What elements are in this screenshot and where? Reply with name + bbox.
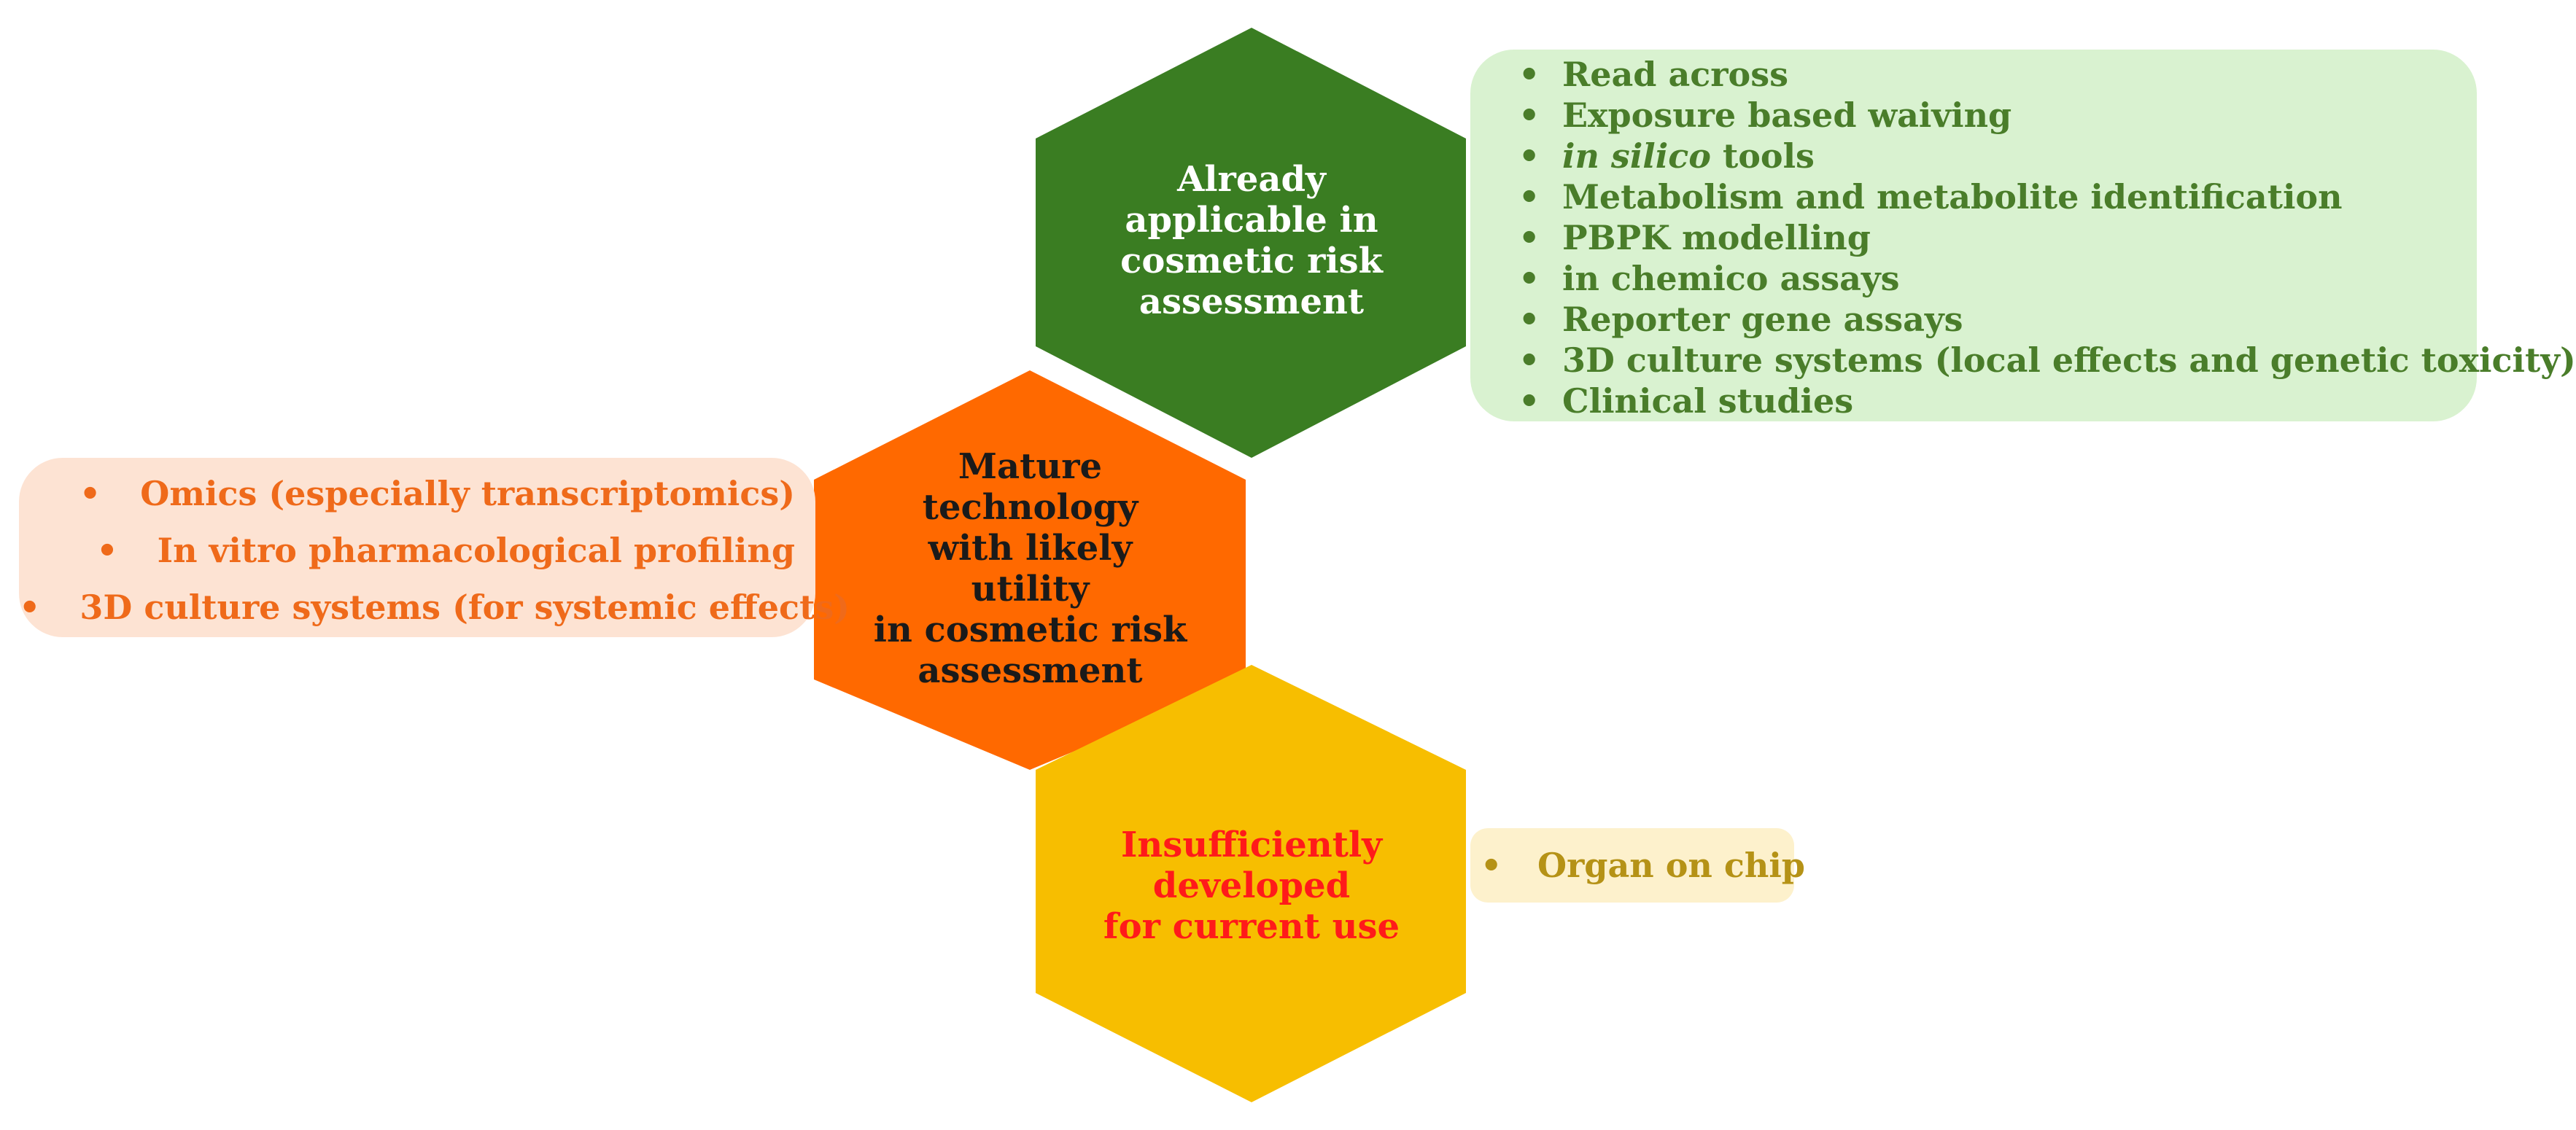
list-item: • 3D culture systems (local effects and g… [1470,340,2576,381]
bullet-icon: • [1518,381,1540,421]
list-already-applicable: • Read across • Exposure based waiving • in… [1470,50,2576,421]
list-insufficiently-developed: • Organ on chip [1470,828,1805,903]
hexagon-green [1036,28,1466,458]
hex-orange-line: Mature [958,446,1103,487]
list-item-text: Metabolism and metabolite identification [1562,177,2343,217]
bullet-icon: • [1481,846,1502,885]
list-item: • Omics (especially transcriptomics) [19,465,815,522]
list-item-text: tools [1722,136,1815,176]
list-item: • In vitro pharmacological profiling [19,522,815,579]
list-item: • Metabolism and metabolite identificatio… [1470,176,2477,217]
list-item-text: PBPK modelling [1562,218,1871,257]
list-item-text: Organ on chip [1537,846,1805,885]
panel-mature-technology: • Omics (especially transcriptomics) • In … [19,458,850,637]
list-item: • 3D culture systems (for systemic effect… [19,579,850,636]
hex-orange-line: utility [971,569,1090,609]
bullet-icon: • [1518,340,1540,380]
bullet-icon: • [1518,259,1540,298]
bullet-icon: • [79,474,101,513]
list-mature-technology: • Omics (especially transcriptomics) • In … [19,458,850,636]
bullet-icon: • [1518,55,1540,94]
list-item: • PBPK modelling [1470,217,2477,258]
hex-yellow-line: for current use [1103,906,1400,947]
hex-orange-line: technology [922,487,1138,528]
panel-already-applicable: • Read across • Exposure based waiving • in… [1470,50,2576,421]
list-item-text: 3D culture systems (for systemic effects… [79,588,850,627]
list-item-text: Read across [1562,55,1789,94]
list-item-text: In vitro pharmacological profiling [157,531,795,570]
hexagon-yellow [1036,665,1466,1102]
list-item-text: Exposure based waiving [1562,96,2012,135]
list-item: • Organ on chip [1470,828,1805,903]
hex-green-line: applicable in [1125,200,1378,241]
list-item-text: 3D culture systems (local effects and ge… [1562,340,2576,380]
list-item: • in chemico assays [1470,258,2477,299]
bullet-icon: • [1518,136,1540,176]
list-item: • in silico tools [1470,136,2477,176]
hexagon-orange-label: Mature technology with likely utility in… [824,445,1236,693]
bullet-icon: • [1518,300,1540,339]
hex-orange-line: assessment [917,650,1143,691]
hex-green-line: cosmetic risk [1120,241,1383,281]
hex-orange-line: with likely [928,528,1133,569]
hexagon-yellow-label: Insufficiently developed for current use [1050,817,1453,955]
hex-yellow-line: developed [1152,865,1351,906]
hexagon-diagram [814,28,1466,1102]
list-item: • Read across [1470,54,2477,95]
bullet-icon: • [96,531,118,570]
bullet-icon: • [1518,218,1540,257]
list-item-text: Omics (especially transcriptomics) [140,474,795,513]
hex-yellow-line: Insufficiently [1120,825,1383,865]
panel-insufficiently-developed: • Organ on chip [1470,828,1805,903]
hex-green-line: Already [1177,159,1326,200]
list-item-text-italic: in silico [1562,136,1711,176]
bullet-icon: • [1518,177,1540,217]
bullet-icon: • [19,588,41,627]
list-item-text: in chemico assays [1562,259,1900,298]
list-item: • Reporter gene assays [1470,299,2477,340]
list-item-text: Reporter gene assays [1562,300,1963,339]
list-item: • Exposure based waiving [1470,95,2477,136]
hexagon-orange [814,370,1246,770]
hex-green-line: assessment [1138,281,1365,322]
hexagon-green-label: Already applicable in cosmetic risk asse… [1050,146,1453,335]
list-item: • Clinical studies [1470,381,2477,421]
list-item-text: Clinical studies [1562,381,1854,421]
hex-orange-line: in cosmetic risk [873,609,1187,650]
bullet-icon: • [1518,96,1540,135]
